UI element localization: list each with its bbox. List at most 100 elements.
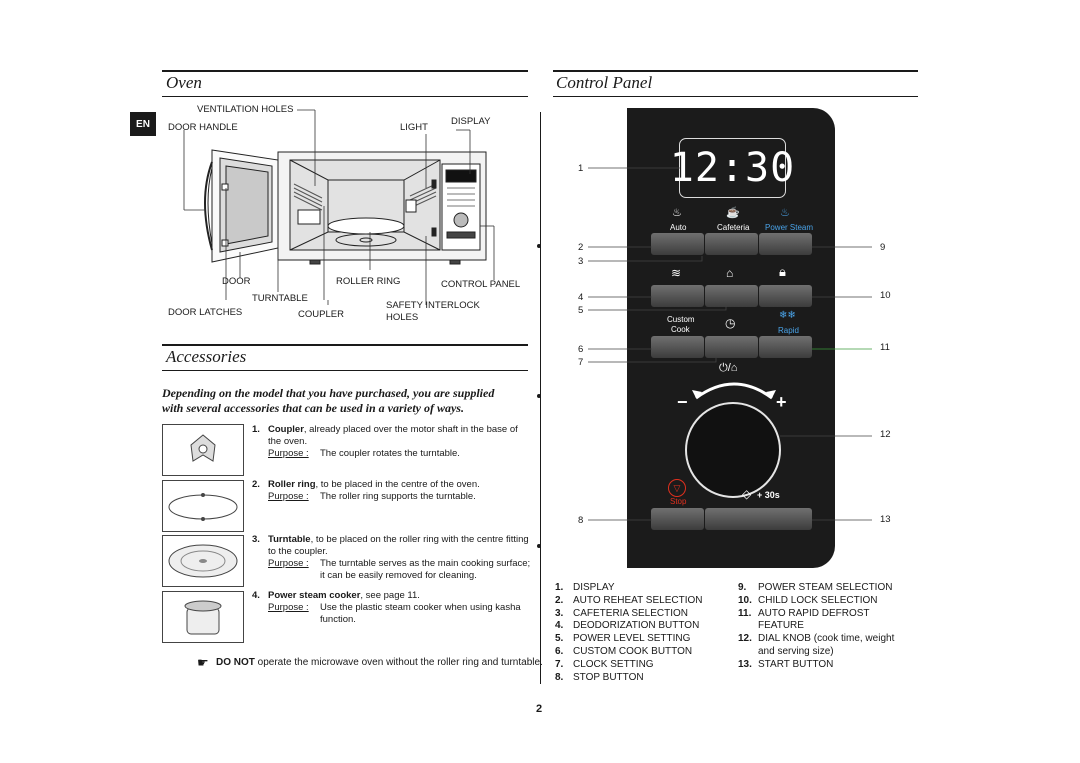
child-lock-icon: 🔒︎ <box>779 264 786 279</box>
legend-item: 9.POWER STEAM SELECTION <box>738 582 893 593</box>
legend-right: 9.POWER STEAM SELECTION 10.CHILD LOCK SE… <box>738 582 894 672</box>
purpose-label: Purpose : <box>268 602 309 613</box>
accessory-item-3: 3. Turntable, to be placed on the roller… <box>252 534 531 581</box>
label-turntable: TURNTABLE <box>252 293 308 304</box>
legend-item: 11.AUTO RAPID DEFROST <box>738 607 870 619</box>
purpose-text: The coupler rotates the turntable. <box>320 448 460 459</box>
callout-3: 3 <box>578 256 584 267</box>
accessory-name: Coupler <box>268 424 304 435</box>
legend-left: 1.DISPLAY 2.AUTO REHEAT SELECTION 3.CAFE… <box>555 582 702 684</box>
callout-9: 9 <box>880 242 886 253</box>
auto-label: Auto <box>670 223 687 232</box>
label-holes: HOLES <box>386 312 419 323</box>
rapid-defrost-button[interactable] <box>759 336 812 358</box>
pointing-hand-icon: ☛ <box>197 655 209 670</box>
purpose-label: Purpose : <box>268 558 309 569</box>
accessory-desc: , to be placed in the centre of the oven… <box>315 479 480 490</box>
coupler-image <box>162 424 244 476</box>
button-row-2 <box>651 285 812 307</box>
stop-button[interactable] <box>651 508 705 530</box>
power-steam-label: Power Steam <box>765 223 814 232</box>
rapid-label: Rapid <box>778 326 799 335</box>
label-ventilation-holes: VENTILATION HOLES <box>197 104 294 115</box>
accessory-name: Roller ring <box>268 479 316 490</box>
divider-dot <box>537 394 541 398</box>
oven-top-rule <box>162 70 528 72</box>
oven-title-rule <box>162 96 528 97</box>
steam-cooker-image <box>162 591 244 643</box>
accessory-item-1: 1. Coupler, already placed over the moto… <box>252 424 518 459</box>
legend-item: 7.CLOCK SETTING <box>555 658 654 670</box>
divider-dot <box>537 244 541 248</box>
legend-item: 3.CAFETERIA SELECTION <box>555 607 689 619</box>
roller-ring-image <box>162 480 244 532</box>
turntable-image <box>162 535 244 587</box>
custom-label-2: Cook <box>671 325 690 334</box>
label-door-handle: DOOR HANDLE <box>168 122 238 133</box>
legend-item: 4.DEODORIZATION BUTTON <box>555 620 700 632</box>
power-steam-icon: ♨ <box>780 207 790 219</box>
safety-note: DO NOT operate the microwave oven withou… <box>216 657 543 668</box>
power-level-icon: ⌂ <box>726 266 734 280</box>
start-icon: ◇ <box>742 487 752 501</box>
cafeteria-icon: ☕ <box>726 207 740 219</box>
callout-5: 5 <box>578 305 584 316</box>
legend-item: FEATURE <box>758 620 804 632</box>
dial-minus: − <box>677 392 688 412</box>
custom-cook-button[interactable] <box>651 336 704 358</box>
legend-item: 10.CHILD LOCK SELECTION <box>738 594 878 606</box>
button-row-4 <box>651 508 812 530</box>
callout-7: 7 <box>578 357 584 368</box>
intro-line-1: Depending on the model that you have pur… <box>162 386 495 400</box>
legend-item: 1.DISPLAY <box>555 582 615 593</box>
dial-knob[interactable] <box>685 402 781 498</box>
purpose-label: Purpose : <box>268 448 309 459</box>
button-row-1 <box>651 233 812 255</box>
label-control-panel: CONTROL PANEL <box>441 279 521 290</box>
label-light: LIGHT <box>400 122 428 133</box>
callout-10: 10 <box>880 290 891 301</box>
callout-12: 12 <box>880 429 891 440</box>
label-coupler: COUPLER <box>298 309 344 320</box>
legend-item: 12.DIAL KNOB (cook time, weight <box>738 633 895 645</box>
callout-2: 2 <box>578 242 584 253</box>
accessory-item-2: 2. Roller ring, to be placed in the cent… <box>252 479 480 502</box>
cafeteria-button[interactable] <box>705 233 758 255</box>
panel-display: 12:30 <box>670 138 794 198</box>
purpose-label: Purpose : <box>268 491 309 502</box>
column-divider <box>540 112 541 684</box>
stop-label: Stop <box>670 497 687 506</box>
child-lock-button[interactable] <box>759 285 812 307</box>
accessory-desc: , see page 11. <box>360 590 420 601</box>
clock-icon: ◷ <box>725 316 736 330</box>
accessories-intro: Depending on the model that you have pur… <box>162 386 522 416</box>
accessory-name: Turntable <box>268 534 311 545</box>
cafeteria-label: Cafeteria <box>717 223 750 232</box>
deodorization-button[interactable] <box>651 285 704 307</box>
power-level-button[interactable] <box>705 285 758 307</box>
start-button[interactable] <box>705 508 812 530</box>
intro-line-2: with several accessories that can be use… <box>162 401 464 415</box>
accessories-title-rule <box>162 370 528 371</box>
oven-title: Oven <box>166 73 202 92</box>
power-steam-button[interactable] <box>759 233 812 255</box>
callout-13: 13 <box>880 514 891 525</box>
control-panel-title-rule <box>553 96 918 97</box>
rapid-defrost-icon: ❄❄ <box>779 310 796 321</box>
callout-lines <box>588 167 872 521</box>
auto-reheat-icon: ♨ <box>672 207 682 219</box>
auto-reheat-button[interactable] <box>651 233 704 255</box>
button-row-3 <box>651 336 812 358</box>
label-door-latches: DOOR LATCHES <box>168 307 243 318</box>
label-door: DOOR <box>222 276 251 287</box>
legend-item: 6.CUSTOM COOK BUTTON <box>555 645 693 657</box>
label-display: DISPLAY <box>451 116 491 127</box>
callout-1: 1 <box>578 163 584 174</box>
accessory-desc: , to be placed on the roller ring with t… <box>268 534 529 557</box>
oven-diagram <box>183 109 495 305</box>
clock-button[interactable] <box>705 336 758 358</box>
legend-item: 8.STOP BUTTON <box>555 671 644 683</box>
accessories-title: Accessories <box>166 347 247 366</box>
label-safety-interlock: SAFETY INTERLOCK <box>386 300 480 311</box>
callout-11: 11 <box>880 342 890 353</box>
